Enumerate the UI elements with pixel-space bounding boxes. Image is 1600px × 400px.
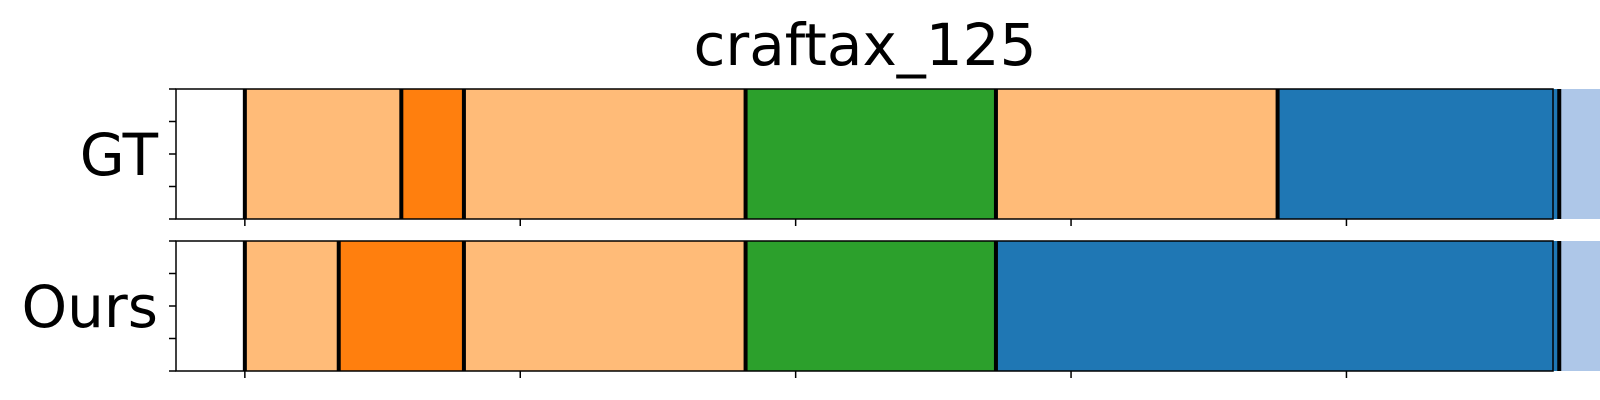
segment-bar xyxy=(1277,89,1560,219)
row-label: Ours xyxy=(22,273,158,341)
segment-bar xyxy=(244,241,339,371)
segment-bar xyxy=(401,89,464,219)
row-gt: GT xyxy=(80,88,1600,226)
segment-bar xyxy=(745,89,996,219)
segment-bar xyxy=(995,89,1278,219)
segment-bar xyxy=(745,241,996,371)
row-label: GT xyxy=(80,121,159,189)
segment-bar xyxy=(463,241,746,371)
row-ours: Ours xyxy=(22,240,1600,378)
segment-bar xyxy=(1559,89,1600,219)
rows-layer: GT Ours xyxy=(22,88,1600,378)
segment-bar xyxy=(995,241,1560,371)
segment-bar xyxy=(1559,241,1600,371)
segment-bar xyxy=(244,89,402,219)
segment-bar xyxy=(463,89,746,219)
segment-bar xyxy=(338,241,464,371)
chart-title: craftax_125 xyxy=(694,11,1037,79)
